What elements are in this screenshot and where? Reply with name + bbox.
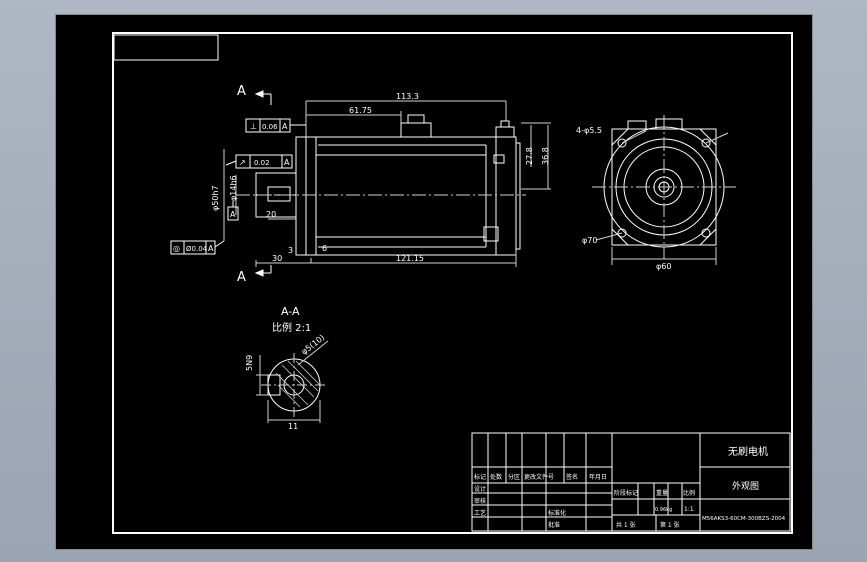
front-bolt-circle: φ70 [582,236,597,245]
section-marker-bottom: A [237,270,246,285]
section-scale: 比例 2:1 [272,321,311,334]
pilot-diameter: φ50h7 [211,185,220,211]
dim-length-121: 121.15 [396,254,424,263]
tb-role-standard: 标准化 [548,509,566,517]
tol-perp-datum: A [282,122,288,131]
dim-height-27: 27.8 [525,147,534,165]
dim-key-length: 20 [266,210,276,219]
tol-perp-value: 0.06 [262,123,278,131]
tol-runout-symbol: ↗ [239,158,246,167]
tb-col-scale: 比例 [683,489,695,497]
tb-col-stage: 阶段标记 [614,489,638,497]
tb-role-process: 工艺 [474,509,486,517]
tol-perp-symbol: ⊥ [250,122,257,131]
tol-runout-value: 0.02 [254,159,270,167]
datum-label: A [230,210,236,219]
tb-row-date: 年月日 [589,473,607,481]
dim-height-36: 36.8 [541,147,550,165]
tb-row-zone: 分区 [508,473,520,481]
front-holes-label: 4-φ5.5 [576,126,602,135]
tb-sheet-no: 第 1 张 [660,521,680,529]
tb-row-count: 处数 [490,473,502,481]
tb-drawing-name: 外观图 [732,480,759,492]
tb-role-design: 设计 [474,485,486,493]
title-block [471,432,791,532]
side-view [170,90,551,277]
section-key-depth: 11 [288,422,298,431]
drawing-sheet: A A 113.3 61.75 121.15 30 3 6 20 27.8 36… [55,14,813,550]
tb-row-change: 更改文件号 [524,473,554,481]
section-key-width: 5N9 [245,355,254,371]
tol-conc-value: Ø0.04 [186,245,208,253]
tb-row-mark: 标记 [474,473,486,481]
tb-role-review: 审核 [474,497,486,505]
tb-project: 无刷电机 [728,445,768,458]
dim-step-6: 6 [322,244,327,253]
section-title: A-A [281,305,300,318]
tb-row-sign: 签名 [566,473,578,481]
tb-sheet-total: 共 1 张 [616,521,636,529]
section-view [256,340,329,423]
tb-weight: 0.96kg [655,507,672,513]
tol-runout-datum: A [284,158,290,167]
dim-step-3: 3 [288,246,293,255]
tol-conc-symbol: ◎ [173,244,180,253]
dim-shaft-length: 30 [272,254,282,263]
shaft-diameter: φ14h6 [229,175,238,201]
tb-col-weight: 重量 [656,489,668,497]
tb-role-approve: 批准 [548,521,560,529]
drawing-border [112,32,793,534]
section-marker-top: A [237,84,246,99]
tol-conc-datum: A [208,244,214,253]
tb-scale-value: 1:1 [684,506,694,513]
drawing-canvas: A A 113.3 61.75 121.15 30 3 6 20 27.8 36… [112,32,793,534]
tb-drawing-number: M56AKS3-60CM-300BZS-2004 [702,516,786,522]
dim-body-length: 61.75 [349,106,372,115]
reverse-title-box [113,34,219,61]
dim-overall-length: 113.3 [396,92,419,101]
front-flange-dim: φ60 [656,262,671,271]
front-view [592,115,736,265]
